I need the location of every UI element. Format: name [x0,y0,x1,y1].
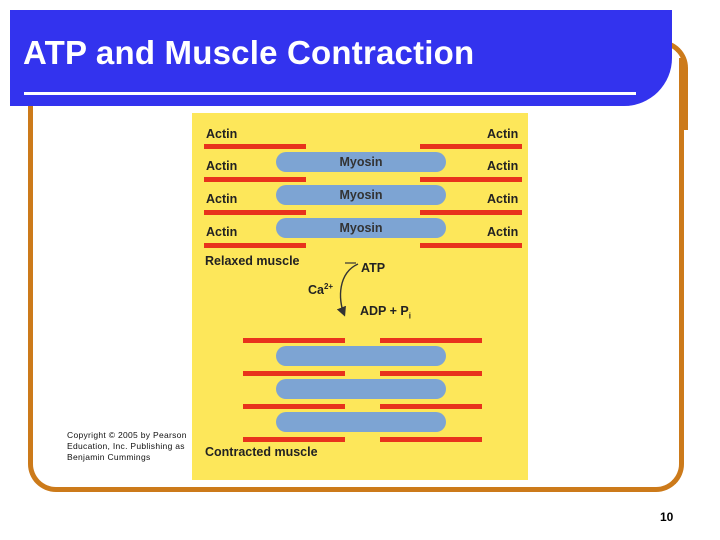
title-banner [10,10,672,106]
relaxed-muscle-label: Relaxed muscle [205,254,300,268]
pi-subscript: i [408,311,411,321]
actin-filament [420,243,522,248]
slide-title: ATP and Muscle Contraction [23,34,475,71]
muscle-contraction-figure: Actin Actin Actin Actin Myosin Actin Act… [192,113,528,480]
actin-filament [420,210,522,215]
actin-filament [380,437,482,442]
actin-filament [204,177,306,182]
actin-filament [204,210,306,215]
calcium-label: Ca2+ [308,282,334,298]
actin-label: Actin [206,225,238,239]
actin-label: Actin [206,192,238,206]
adp-pi-label: ADP + Pi [360,304,411,321]
actin-filament [243,437,345,442]
actin-filament [243,371,345,376]
myosin-filament [276,346,446,366]
actin-label: Actin [206,159,238,173]
actin-label: Actin [487,225,519,239]
actin-filament [380,404,482,409]
page-number: 10 [660,510,674,524]
contracted-muscle-label: Contracted muscle [205,445,318,459]
actin-filament [380,371,482,376]
myosin-filament: Myosin [276,152,446,172]
actin-filament [243,404,345,409]
actin-label: Actin [487,192,519,206]
actin-filament [380,338,482,343]
myosin-filament [276,412,446,432]
atp-label: ATP [361,261,386,275]
actin-label: Actin [206,127,238,141]
copyright-notice: Copyright © 2005 by Pearson Education, I… [67,430,187,462]
reaction-arrow-icon [336,262,359,317]
myosin-label: Myosin [339,155,383,169]
actin-label: Actin [487,159,519,173]
calcium-charge: 2+ [323,282,334,291]
myosin-label: Myosin [339,188,383,202]
actin-filament [204,243,306,248]
slide-frame [28,58,684,492]
title-underline [24,92,636,95]
myosin-filament [276,379,446,399]
myosin-filament: Myosin [276,185,446,205]
actin-filament [420,144,522,149]
actin-filament [420,177,522,182]
actin-label: Actin [487,127,519,141]
actin-filament [243,338,345,343]
myosin-label: Myosin [339,221,383,235]
myosin-filament: Myosin [276,218,446,238]
actin-filament [204,144,306,149]
